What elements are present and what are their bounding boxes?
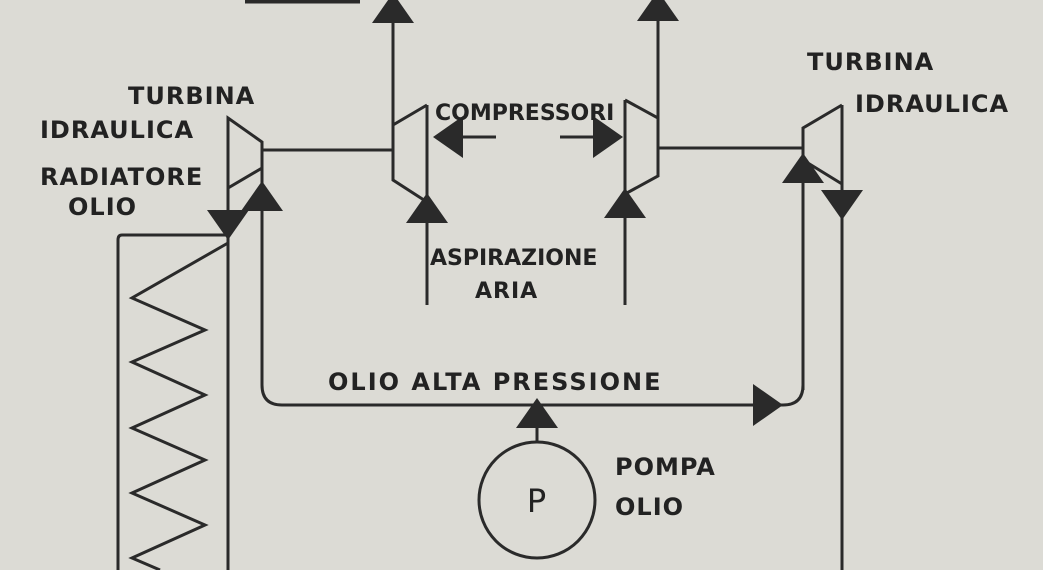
radiator-label: OLIO [68,193,137,221]
left-compressor [372,0,448,305]
air-intake-label: ASPIRAZIONE [430,246,597,271]
oil-radiator [116,188,249,570]
pump-label: OLIO [615,493,684,521]
pump-symbol: P [527,482,547,520]
left-hydraulic-turbine [226,115,393,191]
radiator-label: RADIATORE [40,163,203,191]
pump-label: POMPA [615,453,716,481]
left-turbine-label: IDRAULICA [40,116,194,144]
air-intake-label: ARIA [475,279,538,304]
right-hydraulic-turbine [782,103,863,570]
compressors-label: COMPRESSORI [435,101,614,126]
right-compressor [604,0,803,305]
right-turbine-label: IDRAULICA [855,90,1009,118]
right-turbine-label: TURBINA [807,48,934,76]
left-turbine-label: TURBINA [128,82,255,110]
high-pressure-oil-line [260,168,805,407]
high-pressure-oil-label: OLIO ALTA PRESSIONE [328,368,662,396]
oil-pump [477,398,597,560]
